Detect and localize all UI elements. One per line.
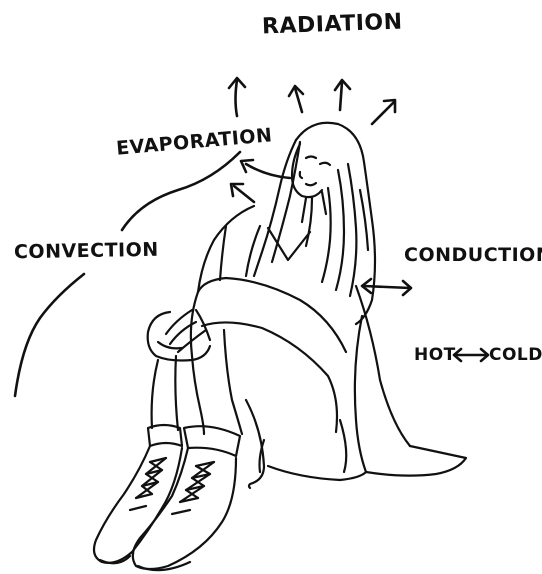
hot-cold-arrow [454,349,488,361]
radiation-arrow [335,80,350,110]
radiation-arrow [229,78,245,116]
conduction-label: CONDUCTION [404,244,542,266]
seated-woman [94,123,466,570]
conduction-arrow [362,279,411,295]
radiation-arrow [289,86,303,112]
convection-label: CONVECTION [14,239,159,264]
radiation-arrows [229,78,395,124]
cold-label: COLD [489,345,542,365]
radiation-arrow [372,100,395,124]
radiation-label: RADIATION [262,10,403,40]
evaporation-arrow [231,184,254,202]
hot-label: HOT [414,345,456,365]
convection-current-line [15,152,240,396]
